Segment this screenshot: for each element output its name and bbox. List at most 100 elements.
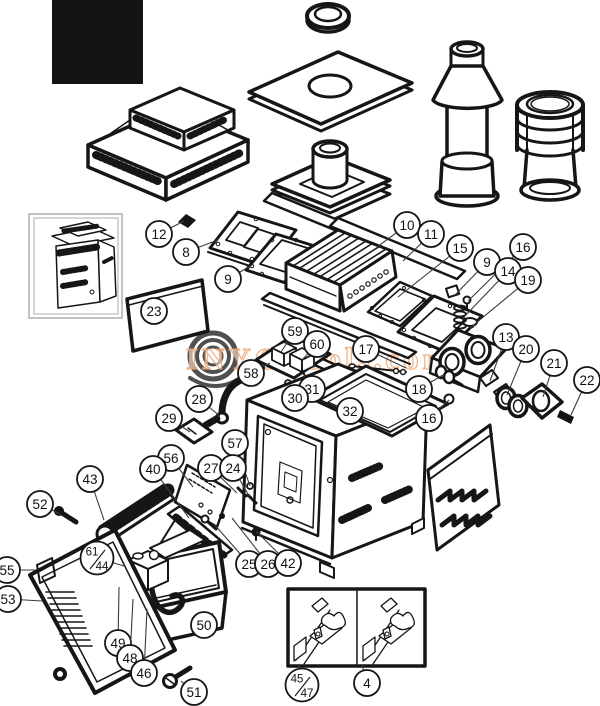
callout-42: 42 — [255, 530, 302, 577]
blacked-out-logo-block — [52, 0, 143, 84]
svg-text:28: 28 — [191, 392, 206, 407]
callout-15: 15 — [397, 234, 474, 298]
svg-text:52: 52 — [32, 497, 47, 512]
callout-11: 11 — [402, 220, 445, 262]
callout-9: 9 — [454, 248, 501, 296]
svg-text:19: 19 — [520, 273, 535, 288]
callout-59: 59 — [280, 317, 309, 353]
svg-text:9: 9 — [224, 272, 232, 287]
svg-text:30: 30 — [287, 391, 302, 406]
svg-text:31: 31 — [304, 382, 319, 397]
svg-text:21: 21 — [546, 356, 561, 371]
callout-43: 43 — [76, 465, 105, 521]
svg-text:13: 13 — [498, 330, 513, 345]
watermark-swirl-icon — [187, 330, 242, 388]
callout-46: 46 — [130, 608, 158, 687]
svg-text:25: 25 — [241, 557, 256, 572]
callout-30: 30 — [281, 383, 309, 412]
svg-text:9: 9 — [483, 255, 491, 270]
svg-text:12: 12 — [151, 227, 166, 242]
svg-text:61: 61 — [86, 547, 99, 559]
assembled-heater-thumbnail — [28, 213, 123, 319]
svg-text:46: 46 — [136, 666, 151, 681]
pilot-assembly-sketch — [293, 597, 346, 665]
screw-52-drawing — [54, 506, 79, 525]
cabinet-body-drawing — [240, 362, 429, 579]
callout-23: 23 — [140, 297, 168, 325]
callout-18: 18 — [405, 374, 444, 403]
svg-text:26: 26 — [260, 557, 275, 572]
svg-text:57: 57 — [227, 436, 242, 451]
svg-text:17: 17 — [358, 342, 373, 357]
svg-text:59: 59 — [287, 324, 302, 339]
callouts-layer: 12 8 9 23 10 11 15 16 9 14 19 13 20 21 22 17 18 16 59 60 58 3… — [0, 211, 600, 706]
callout-52: 52 — [26, 490, 61, 518]
collar-ring-drawing — [305, 2, 351, 34]
svg-text:24: 24 — [225, 461, 241, 476]
svg-text:22: 22 — [579, 373, 594, 388]
svg-text:8: 8 — [182, 245, 190, 260]
svg-text:10: 10 — [399, 218, 414, 233]
callout-17: 17 — [352, 335, 407, 369]
svg-text:58: 58 — [243, 366, 258, 381]
hood-drawing — [86, 86, 250, 202]
svg-text:48: 48 — [122, 651, 137, 666]
top-plate-drawing — [247, 50, 414, 133]
callout-51: 51 — [180, 678, 208, 706]
callout-50: 50 — [190, 611, 218, 639]
svg-text:44: 44 — [96, 561, 109, 573]
callout-29: 29 — [155, 404, 191, 433]
callout-8: 8 — [172, 238, 219, 266]
svg-text:27: 27 — [203, 461, 218, 476]
callout-4: 4 — [353, 664, 381, 697]
svg-text:55: 55 — [0, 563, 15, 578]
callout-25: 25 — [213, 523, 263, 578]
svg-text:51: 51 — [186, 685, 201, 700]
callout-13: 13 — [489, 323, 520, 382]
callout-60: 60 — [301, 330, 331, 361]
vent-cap-drawing — [431, 40, 504, 208]
callout-9: 9 — [214, 264, 253, 293]
svg-text:11: 11 — [424, 227, 438, 242]
svg-text:23: 23 — [146, 304, 161, 319]
svg-text:14: 14 — [500, 264, 516, 279]
screw-51-drawing — [162, 665, 193, 689]
callout-27: 27 — [197, 454, 238, 494]
svg-text:60: 60 — [309, 337, 324, 352]
callout-57: 57 — [221, 429, 251, 487]
svg-text:43: 43 — [82, 472, 97, 487]
callout-24: 24 — [219, 454, 250, 497]
svg-text:42: 42 — [280, 556, 295, 571]
flue-flange-drawing — [270, 139, 392, 223]
callout-16: 16 — [415, 399, 450, 432]
callout-40: 40 — [139, 455, 190, 519]
rail-11-drawing — [328, 216, 467, 281]
svg-text:29: 29 — [161, 411, 176, 426]
plug-12-drawing — [178, 214, 196, 228]
svg-text:16: 16 — [515, 240, 530, 255]
svg-text:16: 16 — [421, 411, 436, 426]
svg-text:45: 45 — [291, 674, 304, 686]
ribbed-vent-drawing — [515, 90, 585, 202]
callout-19: 19 — [469, 266, 542, 329]
callout-22: 22 — [570, 366, 600, 416]
svg-text:18: 18 — [411, 382, 426, 397]
svg-text:50: 50 — [196, 618, 211, 633]
callout-58: 58 — [237, 359, 271, 387]
callout-21: 21 — [540, 349, 568, 398]
svg-text:56: 56 — [163, 451, 178, 466]
svg-text:47: 47 — [301, 688, 314, 700]
pilot-inset-box — [286, 587, 427, 668]
svg-text:4: 4 — [363, 676, 371, 691]
svg-text:15: 15 — [452, 241, 467, 256]
svg-text:32: 32 — [342, 404, 357, 419]
baffle-drawing — [426, 423, 501, 552]
callout-28: 28 — [185, 385, 221, 417]
callout-10: 10 — [376, 211, 421, 248]
svg-text:20: 20 — [518, 342, 533, 357]
callout-12: 12 — [145, 220, 185, 248]
